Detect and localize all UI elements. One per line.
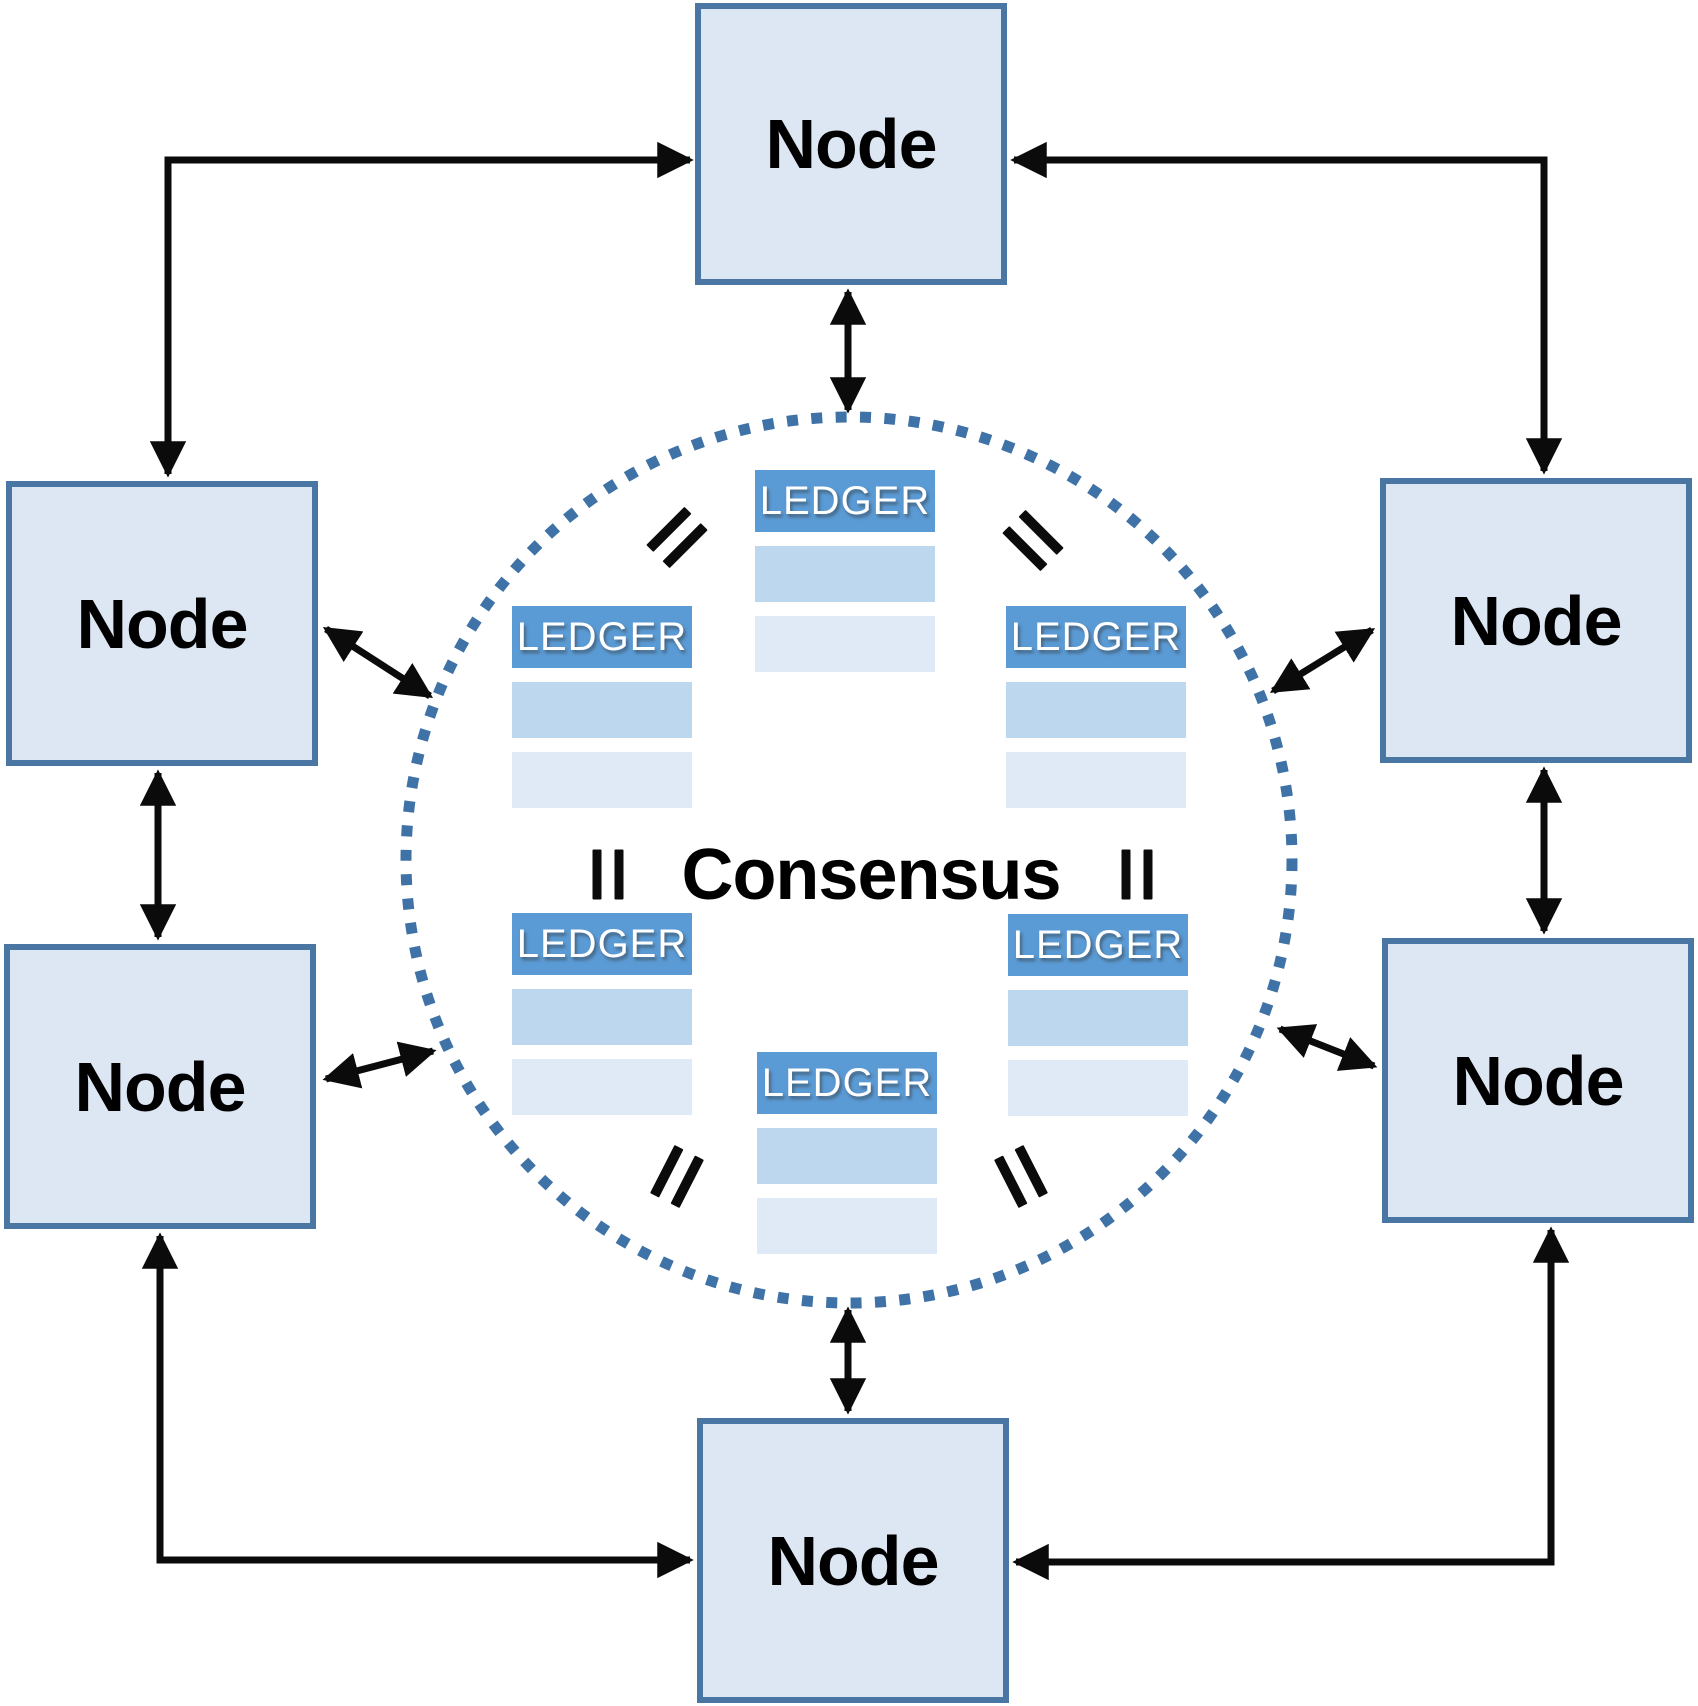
ledger-row	[755, 546, 935, 602]
connector-top-left	[149, 141, 694, 478]
ledger-row	[1006, 752, 1186, 808]
parallel-equals-icon	[592, 849, 624, 900]
ledger-upper-right: LEDGER	[1006, 606, 1186, 808]
connector-bottom-right	[1012, 1226, 1570, 1581]
ledger-header: LEDGER	[1008, 914, 1188, 976]
ledger-row	[1008, 1060, 1188, 1116]
connector-top-right	[1010, 141, 1563, 475]
ledger-label: LEDGER	[759, 478, 931, 523]
connector-bottom-left	[141, 1232, 694, 1579]
ledger-lower-right: LEDGER	[1008, 914, 1188, 1116]
ledger-row	[757, 1198, 937, 1254]
node-box-upper-right: Node	[1380, 478, 1692, 763]
consensus-circle	[400, 411, 1298, 1309]
ledger-header: LEDGER	[757, 1052, 937, 1114]
node-label: Node	[1452, 1041, 1625, 1120]
ledger-lower-left: LEDGER	[512, 913, 692, 1115]
node-box-top: Node	[695, 3, 1007, 285]
ledger-label: LEDGER	[761, 1060, 933, 1105]
ledger-label: LEDGER	[1012, 922, 1184, 967]
node-box-bottom: Node	[697, 1418, 1009, 1703]
ledger-row	[755, 616, 935, 672]
node-label: Node	[765, 105, 938, 183]
ledger-row	[512, 682, 692, 738]
arrow-diagonal-lower-right	[1276, 1024, 1378, 1071]
node-label: Node	[76, 584, 249, 663]
arrow-diagonal-upper-right	[1269, 627, 1376, 694]
ledger-header: LEDGER	[755, 470, 935, 532]
node-box-lower-right: Node	[1382, 938, 1694, 1223]
ledger-label: LEDGER	[516, 921, 688, 966]
ledger-row	[1008, 990, 1188, 1046]
ledger-header: LEDGER	[1006, 606, 1186, 668]
ledger-top-center: LEDGER	[755, 470, 935, 672]
ledger-header: LEDGER	[512, 913, 692, 975]
node-box-lower-left: Node	[4, 944, 316, 1229]
node-label: Node	[767, 1521, 940, 1600]
parallel-equals-icon	[1121, 849, 1153, 900]
ledger-upper-left: LEDGER	[512, 606, 692, 808]
ledger-label: LEDGER	[1010, 614, 1182, 659]
ledger-row	[512, 989, 692, 1045]
ledger-row	[512, 1059, 692, 1115]
consensus-label: Consensus	[681, 835, 1061, 915]
ledger-row	[1006, 682, 1186, 738]
arrow-diagonal-upper-left	[322, 626, 434, 699]
ledger-header: LEDGER	[512, 606, 692, 668]
node-label: Node	[1450, 581, 1623, 660]
ledger-label: LEDGER	[516, 614, 688, 659]
ledger-bottom-center: LEDGER	[757, 1052, 937, 1254]
node-label: Node	[74, 1047, 247, 1126]
ledger-row	[757, 1128, 937, 1184]
ledger-row	[512, 752, 692, 808]
arrow-diagonal-lower-left	[322, 1041, 437, 1089]
node-box-upper-left: Node	[6, 481, 318, 766]
